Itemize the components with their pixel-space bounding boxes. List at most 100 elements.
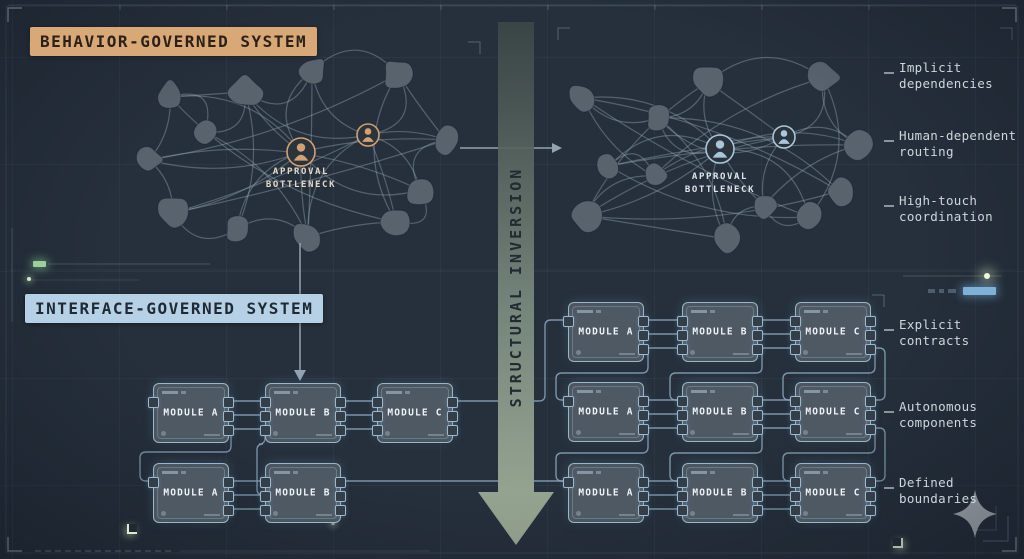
module-header-dash — [710, 310, 715, 313]
module-connection-line — [869, 427, 886, 482]
module-port-right — [752, 396, 763, 407]
network-edge — [653, 77, 824, 177]
module-box: MODULE A — [148, 383, 234, 443]
module-box: MODULE B — [677, 302, 763, 362]
module-port-right — [752, 316, 763, 327]
module-status-dot — [576, 511, 581, 516]
network-edge — [808, 77, 840, 218]
module-header-dash — [823, 310, 828, 313]
network-edge — [584, 81, 709, 217]
module-port-right — [223, 491, 234, 502]
module-port-right — [752, 424, 763, 435]
network-node-blob — [379, 209, 411, 237]
module-port-right — [638, 330, 649, 341]
module-box: MODULE C — [372, 383, 458, 443]
module-header-dash — [162, 471, 178, 474]
module-port-right — [752, 477, 763, 488]
network-edge — [719, 148, 810, 218]
annotation-tick — [884, 140, 894, 142]
network-node-blob — [647, 104, 670, 132]
network-right — [568, 56, 874, 255]
network-node-blob — [226, 74, 265, 106]
module-port-left — [260, 505, 271, 516]
module-footer-line — [846, 353, 862, 355]
module-box: MODULE C — [790, 302, 876, 362]
network-node-blob — [434, 124, 459, 156]
network-edge — [584, 148, 721, 217]
network-edge — [148, 73, 399, 161]
annotation-bottom-0: Explicit contracts — [899, 317, 970, 349]
network-node-blob — [157, 79, 182, 109]
corner-brackets — [7, 7, 1017, 552]
module-port-left — [677, 424, 688, 435]
module-port-right — [752, 410, 763, 421]
module-box: MODULE A — [148, 463, 234, 523]
module-header-dash — [181, 391, 186, 394]
module-box: MODULE A — [563, 302, 649, 362]
annotation-tick — [884, 72, 894, 74]
network-edge — [169, 95, 302, 153]
network-edge — [608, 165, 810, 219]
module-port-left — [677, 491, 688, 502]
module-port-left — [372, 397, 383, 408]
module-port-right — [223, 505, 234, 516]
module-header-dash — [293, 471, 298, 474]
module-header-dash — [274, 471, 290, 474]
network-edge — [300, 151, 421, 196]
module-footer-line — [733, 353, 749, 355]
module-label: MODULE C — [805, 326, 861, 338]
module-header-dash — [804, 471, 820, 474]
module-status-dot — [273, 511, 278, 516]
module-port-right — [335, 397, 346, 408]
module-box: MODULE C — [790, 463, 876, 523]
network-edge — [707, 56, 824, 83]
module-footer-line — [733, 433, 749, 435]
module-box: MODULE B — [260, 383, 346, 443]
indicator-segment — [928, 289, 935, 293]
network-node-blob — [596, 153, 619, 180]
network-edge — [608, 134, 721, 167]
module-label: MODULE A — [578, 487, 634, 499]
module-status-dot — [161, 431, 166, 436]
module-header-dash — [596, 471, 601, 474]
module-port-left — [260, 397, 271, 408]
module-port-left — [790, 316, 801, 327]
module-label: MODULE B — [275, 487, 331, 499]
module-box: MODULE B — [677, 382, 763, 442]
module-label: MODULE C — [387, 407, 443, 419]
module-port-right — [865, 424, 876, 435]
frame-decor — [5, 4, 1019, 554]
module-label: MODULE A — [163, 487, 219, 499]
approval-bottleneck-label-right: APPROVAL BOTTLENECK — [684, 172, 756, 196]
module-box: MODULE A — [563, 463, 649, 523]
module-port-right — [865, 491, 876, 502]
module-status-dot — [690, 511, 695, 516]
module-status-dot — [803, 511, 808, 516]
annotation-tick — [884, 487, 894, 489]
module-port-left — [677, 410, 688, 421]
person-node-icon — [356, 123, 380, 147]
module-port-left — [677, 344, 688, 355]
sparkle-icon — [953, 490, 997, 538]
module-port-right — [638, 491, 649, 502]
network-edge — [169, 96, 397, 223]
module-port-left — [260, 477, 271, 488]
module-port-left — [372, 425, 383, 436]
indicator-segment — [948, 289, 956, 293]
network-node-blob — [384, 60, 414, 89]
module-box: MODULE C — [790, 382, 876, 442]
network-node-blob — [713, 222, 741, 255]
network-edge — [172, 139, 447, 214]
module-header-dash — [691, 310, 707, 313]
right-glow-dot — [984, 273, 990, 279]
blue-indicator-bar — [963, 287, 996, 295]
module-header-dash — [596, 310, 601, 313]
module-header-dash — [823, 390, 828, 393]
structural-inversion-arrow: STRUCTURAL INVERSION — [478, 22, 554, 545]
module-port-left — [563, 316, 574, 327]
module-port-left — [790, 344, 801, 355]
module-port-left — [677, 316, 688, 327]
module-connection-line — [451, 319, 568, 402]
module-port-right — [335, 491, 346, 502]
